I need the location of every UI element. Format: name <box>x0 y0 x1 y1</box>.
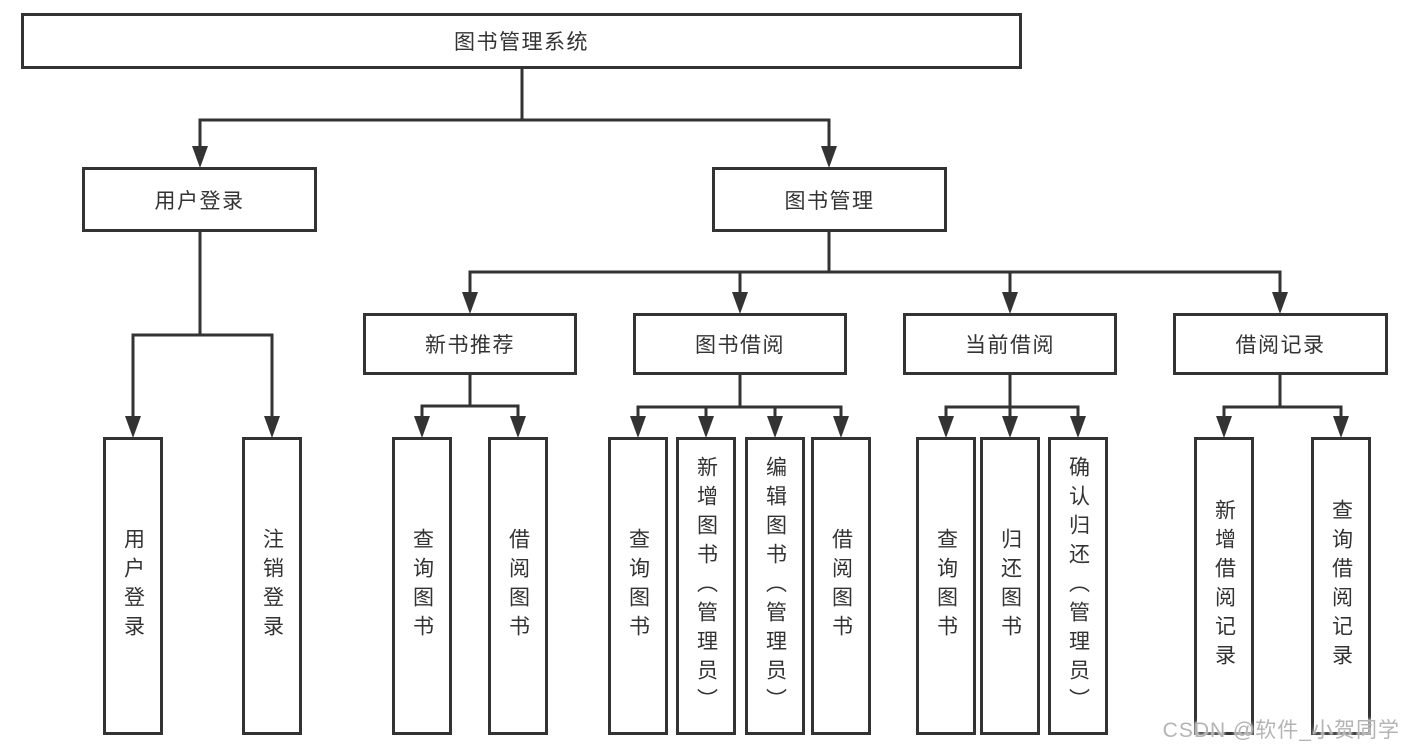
node-root-label: 图书管理系统 <box>454 31 589 54</box>
node-query-books-borrow: 查询图书 <box>608 437 668 735</box>
node-query-books-current: 查询图书 <box>916 437 976 735</box>
node-query-borrow-record: 查询借阅记录 <box>1311 437 1371 735</box>
node-edit-book-admin: 编辑图书（管理员） <box>745 437 805 735</box>
node-book-management: 图书管理 <box>712 167 947 232</box>
node-borrow-records-label: 借阅记录 <box>1235 334 1326 357</box>
node-root: 图书管理系统 <box>21 13 1022 69</box>
node-add-book-admin: 新增图书（管理员） <box>676 437 736 735</box>
node-book-borrow: 图书借阅 <box>633 313 847 375</box>
node-logout: 注销登录 <box>242 437 302 735</box>
node-confirm-return-admin: 确认归还（管理员） <box>1048 437 1108 735</box>
node-new-book-recommend: 新书推荐 <box>363 313 577 375</box>
node-borrow-records: 借阅记录 <box>1173 313 1388 375</box>
node-book-management-label: 图书管理 <box>784 189 875 213</box>
node-borrow-books-recommend: 借阅图书 <box>488 437 548 735</box>
node-query-books-recommend: 查询图书 <box>392 437 452 735</box>
node-new-book-recommend-label: 新书推荐 <box>425 334 515 357</box>
node-book-borrow-label: 图书借阅 <box>695 334 785 357</box>
node-user-login: 用户登录 <box>82 167 317 232</box>
node-current-borrow: 当前借阅 <box>903 313 1117 375</box>
node-user-login-leaf: 用户登录 <box>103 437 163 735</box>
node-user-login-label: 用户登录 <box>154 189 245 213</box>
node-return-book: 归还图书 <box>980 437 1040 735</box>
node-add-borrow-record: 新增借阅记录 <box>1194 437 1254 735</box>
arrowhead-icons <box>125 146 1349 438</box>
node-current-borrow-label: 当前借阅 <box>965 334 1055 357</box>
watermark: CSDN @软件_小贺同学 <box>1162 719 1400 742</box>
node-borrow-books-leaf: 借阅图书 <box>811 437 871 735</box>
